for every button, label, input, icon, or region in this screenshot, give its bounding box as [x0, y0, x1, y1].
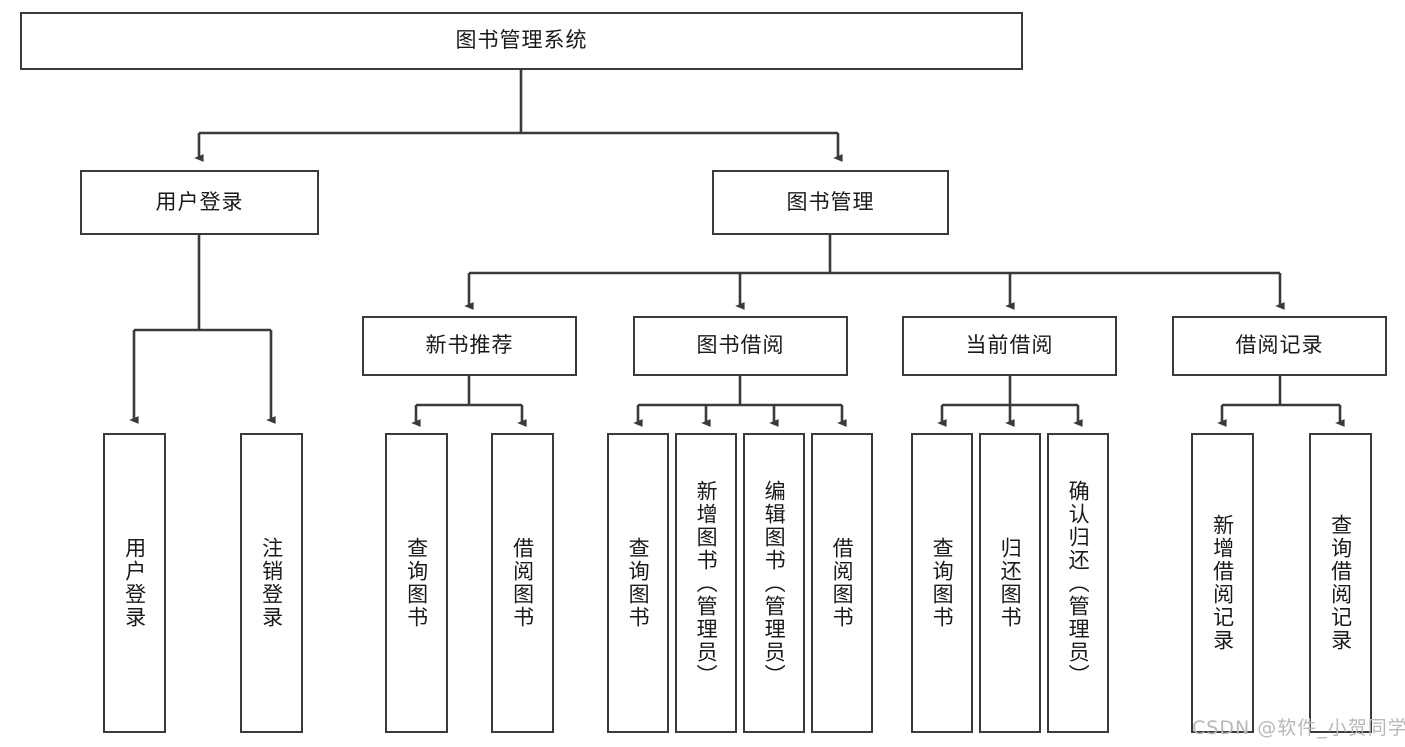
node-label: 新增借阅记录	[1210, 514, 1235, 652]
node-label: 借阅图书	[510, 537, 535, 629]
node-book-management[interactable]: 图书管理	[712, 170, 949, 235]
leaf-borrow-add-book-admin[interactable]: 新增图书（管理员）	[675, 433, 737, 733]
leaf-borrow-query-book[interactable]: 查询图书	[607, 433, 669, 733]
node-label: 注销登录	[259, 537, 284, 629]
node-label: 新书推荐	[425, 333, 514, 358]
leaf-borrow-edit-book-admin[interactable]: 编辑图书（管理员）	[743, 433, 805, 733]
leaf-borrow-borrow-book[interactable]: 借阅图书	[811, 433, 873, 733]
node-label: 借阅图书	[830, 537, 855, 629]
node-label: 借阅记录	[1235, 333, 1324, 358]
node-label: 查询借阅记录	[1328, 514, 1353, 652]
node-label: 确认归还（管理员）	[1066, 479, 1091, 687]
leaf-new-book-query[interactable]: 查询图书	[385, 433, 448, 733]
leaf-user-login-signin[interactable]: 用户登录	[103, 433, 166, 733]
leaf-user-login-signout[interactable]: 注销登录	[240, 433, 303, 733]
node-label: 查询图书	[626, 537, 651, 629]
node-root-system[interactable]: 图书管理系统	[20, 12, 1023, 70]
leaf-current-query-book[interactable]: 查询图书	[911, 433, 973, 733]
node-label: 用户登录	[122, 537, 147, 629]
node-label: 图书管理	[786, 189, 875, 214]
csdn-watermark: CSDN @软件_小贺同学	[1192, 717, 1405, 739]
leaf-current-return-book[interactable]: 归还图书	[979, 433, 1041, 733]
node-label: 编辑图书（管理员）	[762, 479, 787, 687]
node-label: 当前借阅	[965, 333, 1054, 358]
leaf-records-add-record[interactable]: 新增借阅记录	[1191, 433, 1254, 733]
node-label: 图书管理系统	[455, 28, 588, 53]
node-borrow-records[interactable]: 借阅记录	[1172, 316, 1387, 376]
node-label: 新增图书（管理员）	[694, 479, 719, 687]
leaf-new-book-borrow[interactable]: 借阅图书	[491, 433, 554, 733]
node-new-book-recommend[interactable]: 新书推荐	[362, 316, 577, 376]
node-label: 查询图书	[404, 537, 429, 629]
node-label: 图书借阅	[696, 333, 785, 358]
leaf-current-confirm-return-admin[interactable]: 确认归还（管理员）	[1047, 433, 1109, 733]
node-label: 查询图书	[930, 537, 955, 629]
node-label: 归还图书	[998, 537, 1023, 629]
node-current-borrow[interactable]: 当前借阅	[902, 316, 1117, 376]
leaf-records-query-record[interactable]: 查询借阅记录	[1309, 433, 1372, 733]
node-user-login[interactable]: 用户登录	[80, 170, 319, 235]
node-label: 用户登录	[155, 189, 244, 214]
node-book-borrow[interactable]: 图书借阅	[633, 316, 848, 376]
